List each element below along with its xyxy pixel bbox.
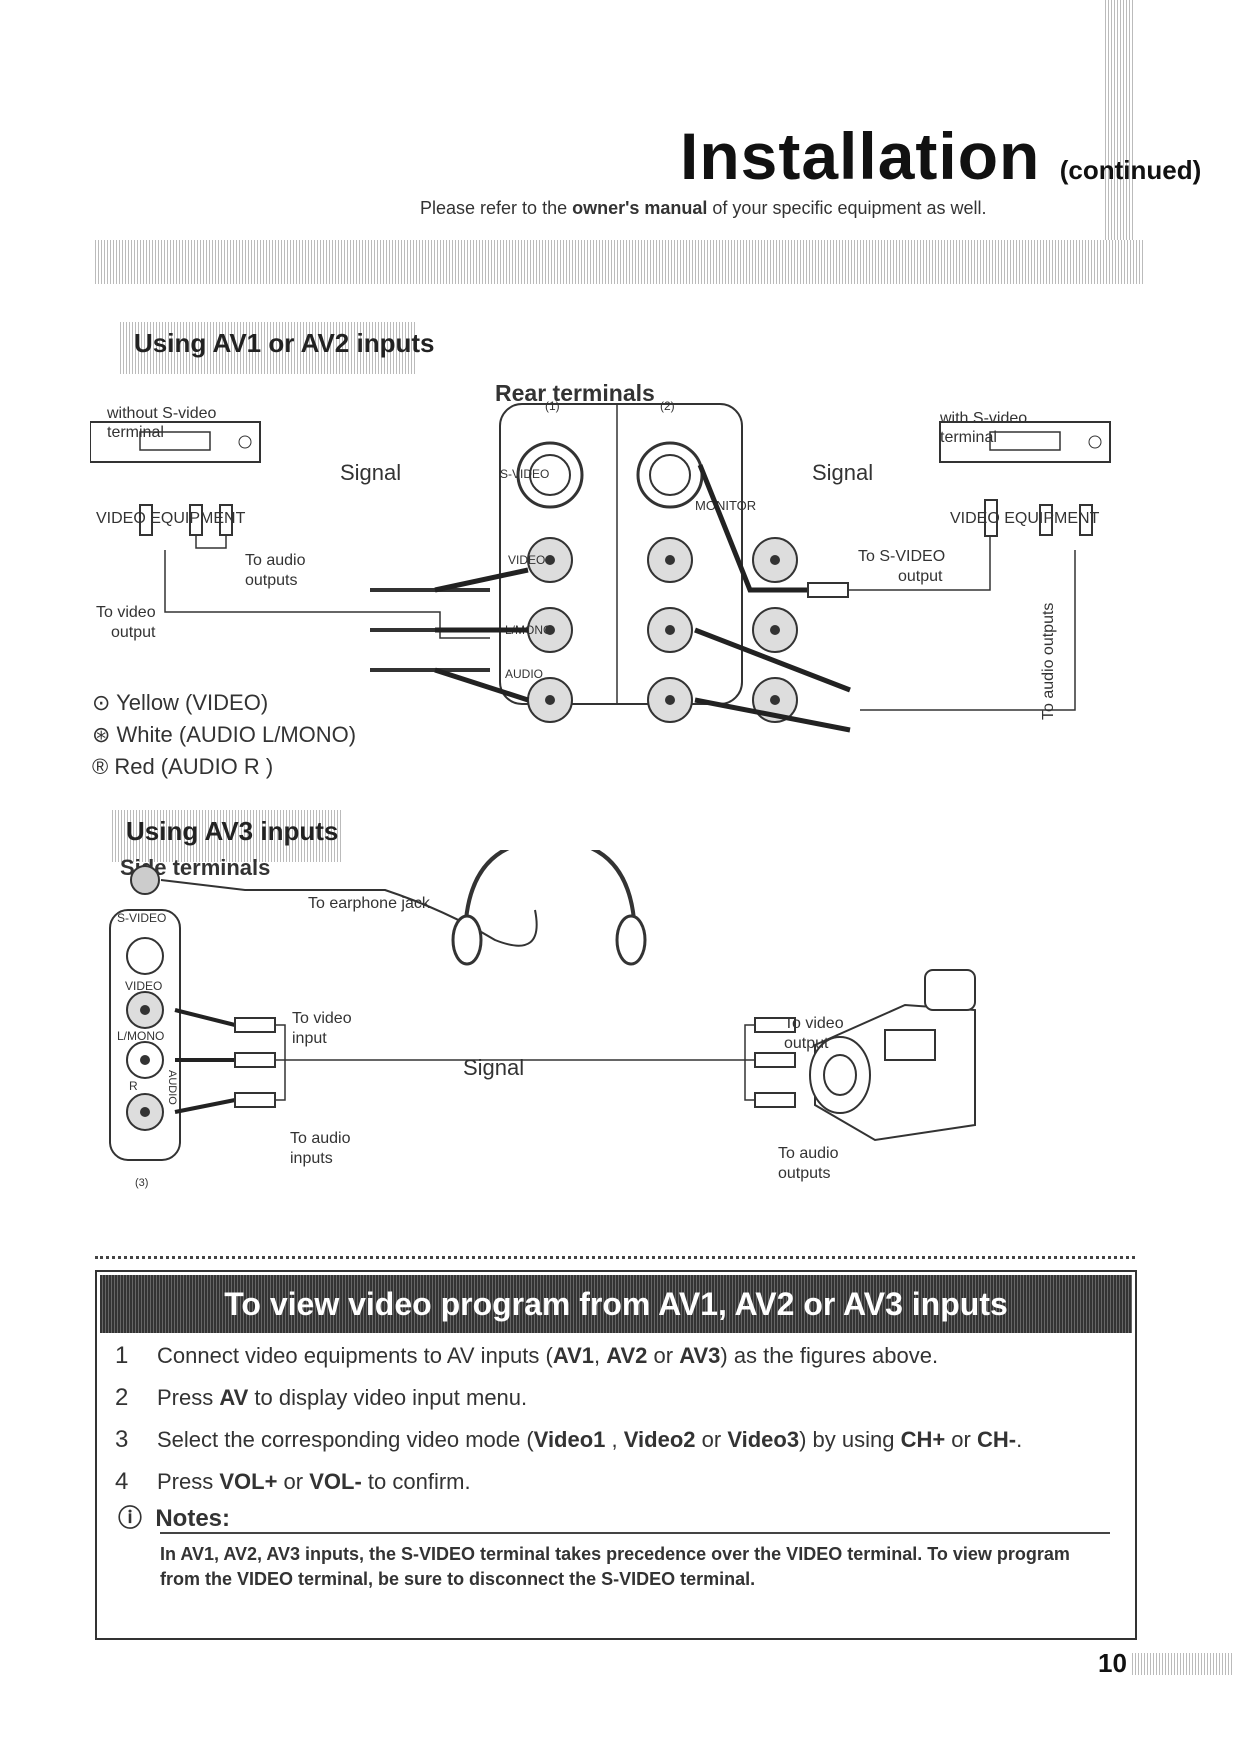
side-panel — [109, 909, 181, 1161]
svg-text:(1): (1) — [545, 399, 560, 413]
video-equipment-left-icon — [90, 421, 261, 463]
legend-red: ® Red (AUDIO R ) — [92, 754, 274, 779]
video-equipment-left-label: VIDEO EQUIPMENT — [96, 510, 246, 527]
camcorder-icon — [809, 969, 976, 1142]
side-terminal-diagram: S-VIDEO VIDEO L/MONO R AUDIO (3) — [109, 850, 976, 1189]
svg-text:AUDIO: AUDIO — [505, 667, 543, 681]
edge-pattern-strip — [1105, 0, 1133, 240]
svg-text:MONITOR: MONITOR — [695, 498, 756, 513]
svg-text:VIDEO: VIDEO — [125, 979, 162, 993]
notes-rule — [160, 1532, 1110, 1534]
rear-panel — [499, 403, 743, 705]
notes-heading: ⓘ Notes: — [118, 1505, 231, 1532]
to-audio-outputs-vertical-label: To audio outputs — [1040, 602, 1057, 720]
svg-text:S-VIDEO: S-VIDEO — [117, 911, 166, 925]
to-video-output-label-1: To video — [96, 604, 156, 621]
to-svideo-output-label-1: To S-VIDEO — [858, 548, 946, 565]
to-earphone-jack-label: To earphone jack — [308, 895, 430, 912]
svg-text:R: R — [129, 1079, 138, 1093]
right-audio-r-plug — [1039, 504, 1053, 536]
svg-text:(2): (2) — [660, 399, 675, 413]
section-title-av12: Using AV1 or AV2 inputs — [120, 322, 434, 374]
legend-white: ⊛ White (AUDIO L/MONO) — [92, 722, 357, 747]
av3-to-audio-outputs-2: outputs — [778, 1165, 831, 1182]
av3-to-audio-inputs-1: To audio — [290, 1130, 351, 1147]
av3-to-audio-outputs-1: To audio — [778, 1145, 839, 1162]
svg-text:L/MONO: L/MONO — [505, 623, 552, 637]
signal-left-label: Signal — [340, 460, 402, 485]
to-audio-outputs-label-1: To audio — [245, 552, 306, 569]
notes-icon: ⓘ — [118, 1505, 142, 1532]
page-title: Installation (continued) — [680, 119, 1202, 193]
svg-text:(3): (3) — [135, 1177, 148, 1189]
av3-to-video-input-2: input — [292, 1030, 327, 1047]
earphone-jack — [130, 865, 160, 895]
rear-terminals-heading: Rear terminals — [495, 380, 655, 406]
side-svideo-jack — [126, 937, 164, 975]
video-equipment-right-icon — [939, 421, 1111, 463]
headphones-icon — [463, 850, 637, 941]
instructions-banner-title: To view video program from AV1, AV2 or A… — [224, 1286, 1008, 1322]
svideo-cable-plug — [807, 582, 849, 598]
left-video-plug — [139, 504, 153, 536]
svideo-jack-1 — [516, 441, 584, 509]
av3-to-video-input-1: To video — [292, 1010, 352, 1027]
signal-right-label: Signal — [812, 460, 874, 485]
right-audio-l-plug — [1079, 504, 1093, 536]
av3-to-audio-inputs-2: inputs — [290, 1150, 333, 1167]
section-divider — [95, 1256, 1135, 1259]
rear-terminal-diagram: S-VIDEO VIDEO L/MONO AUDIO MONITOR (1) (… — [90, 399, 1111, 733]
to-video-output-label-2: output — [111, 624, 156, 641]
notes-text: In AV1, AV2, AV3 inputs, the S-VIDEO ter… — [160, 1544, 1070, 1589]
av3-to-video-output-1: To video — [784, 1015, 844, 1032]
section-title-av3: Using AV3 inputs — [112, 810, 342, 862]
svg-text:L/MONO: L/MONO — [117, 1029, 164, 1043]
to-audio-outputs-label-2: outputs — [245, 572, 298, 589]
without-svideo-terminal-label: terminal — [107, 424, 164, 441]
page-number-band — [1132, 1653, 1232, 1675]
video-equipment-right-label: VIDEO EQUIPMENT — [950, 510, 1100, 527]
svideo-jack-2 — [636, 441, 704, 509]
with-svideo-label: with S-video — [940, 410, 1028, 427]
instructions-banner — [100, 1275, 1132, 1333]
svg-text:AUDIO: AUDIO — [166, 1070, 178, 1105]
without-svideo-label: without S-video — [107, 405, 217, 422]
svg-text:VIDEO: VIDEO — [508, 553, 545, 567]
instructions-box — [95, 1270, 1137, 1640]
av3-signal-label: Signal — [463, 1055, 525, 1080]
page-subtitle: Please refer to the owner's manual of yo… — [420, 198, 987, 218]
legend-yellow: ⊙ Yellow (VIDEO) — [92, 690, 269, 715]
right-svideo-plug — [984, 499, 998, 537]
av3-to-video-output-2: output — [784, 1035, 829, 1052]
to-svideo-output-label-2: output — [898, 568, 943, 585]
with-svideo-terminal-label: terminal — [940, 429, 997, 446]
page-number: 10 — [1098, 1648, 1127, 1678]
header-pattern-band — [95, 240, 1145, 284]
svg-text:S-VIDEO: S-VIDEO — [500, 467, 549, 481]
